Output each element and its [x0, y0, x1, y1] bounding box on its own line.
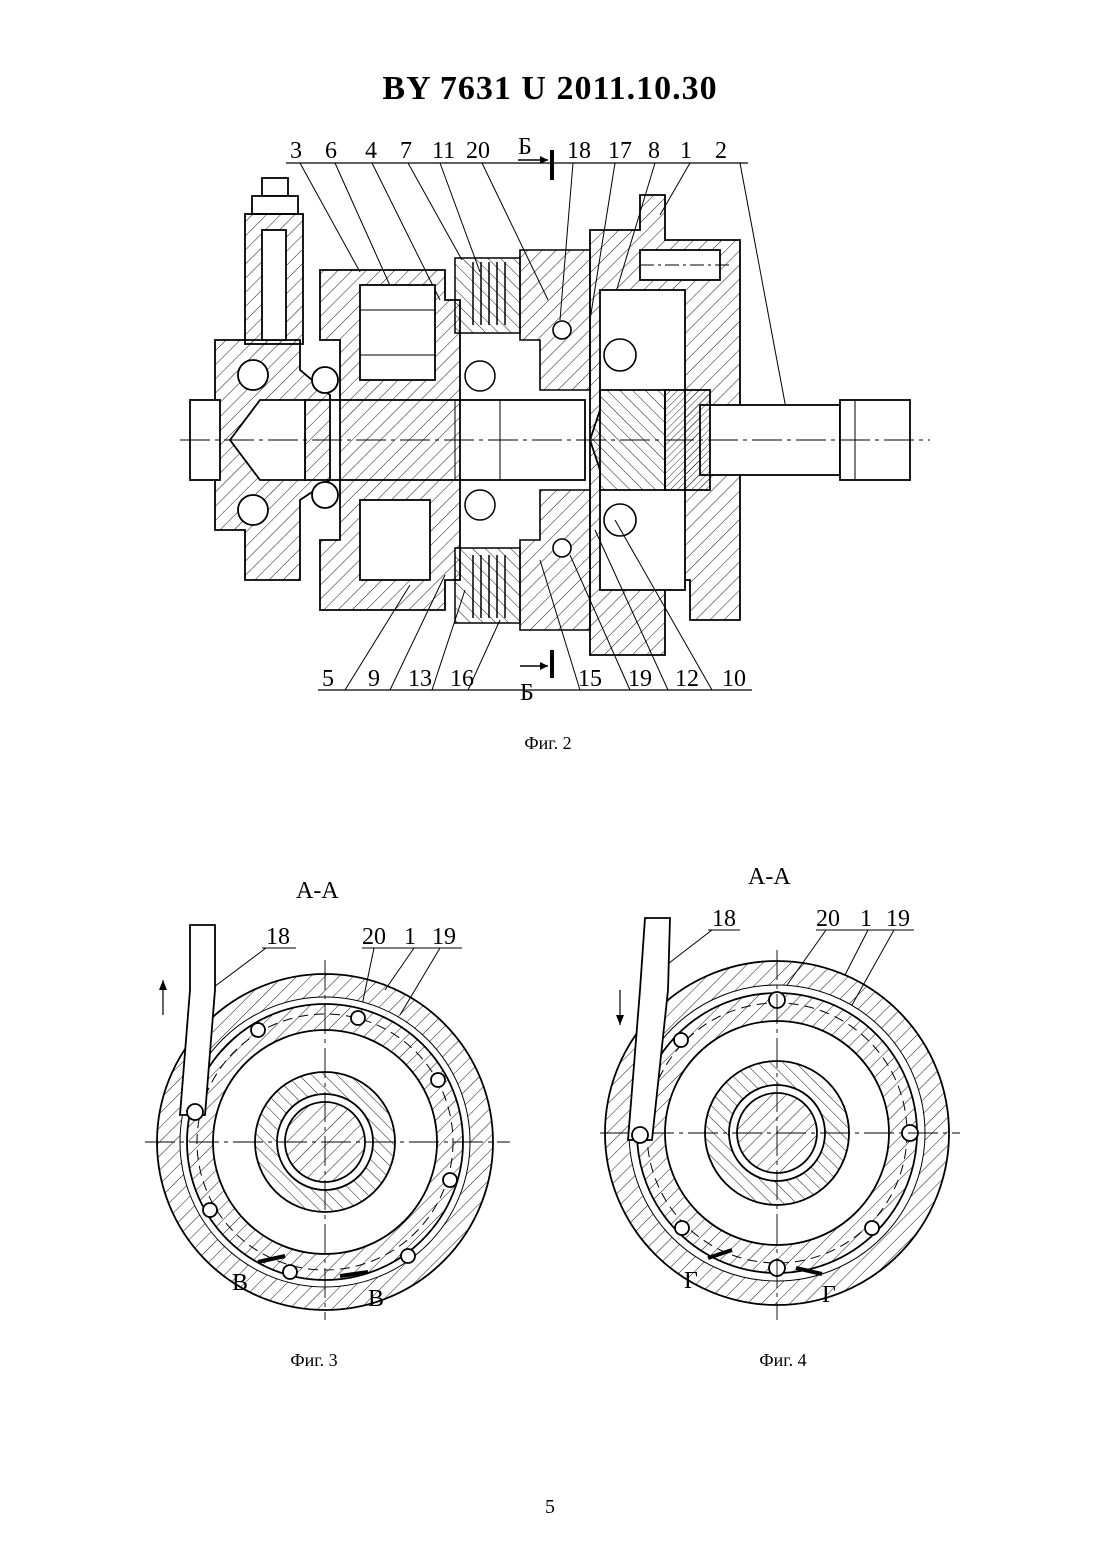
input-housing-left: [190, 340, 330, 580]
fig4-labels: 18 20 1 19: [712, 906, 910, 932]
label-7: 7: [400, 138, 412, 164]
fig4-label-18: 18: [712, 906, 736, 932]
label-18: 18: [567, 138, 591, 164]
fig2-bottom-labels: 5 9 13 16 15 19 12 10 Б: [322, 666, 746, 706]
fig4-mark-right: Г: [822, 1282, 836, 1308]
label-3: 3: [290, 138, 302, 164]
section-mark-bottom: Б: [520, 680, 534, 706]
fig4-label-19: 19: [886, 906, 910, 932]
label-15: 15: [578, 666, 602, 692]
label-2: 2: [715, 138, 727, 164]
label-16: 16: [450, 666, 474, 692]
label-11: 11: [432, 138, 455, 164]
label-10: 10: [722, 666, 746, 692]
label-20: 20: [466, 138, 490, 164]
label-1: 1: [680, 138, 692, 164]
fig2-top-labels: 3 6 4 7 11 20 18 17 8 1 2 Б: [286, 134, 748, 164]
fig4-mark-left: Г: [684, 1268, 698, 1294]
label-17: 17: [608, 138, 632, 164]
fig4-drawing: А-А 18 20 1 19 Г: [0, 860, 1100, 1420]
oiler: [245, 178, 303, 344]
label-4: 4: [365, 138, 377, 164]
label-8: 8: [648, 138, 660, 164]
fig4-label-1: 1: [860, 906, 872, 932]
label-12: 12: [675, 666, 699, 692]
fig2-caption: Фиг. 2: [488, 733, 608, 754]
label-6: 6: [325, 138, 337, 164]
fig2-drawing: 3 6 4 7 11 20 18 17 8 1 2 Б: [0, 0, 1100, 760]
page-number: 5: [0, 1496, 1100, 1519]
label-13: 13: [408, 666, 432, 692]
label-5: 5: [322, 666, 334, 692]
label-9: 9: [368, 666, 380, 692]
fig4-caption: Фиг. 4: [723, 1350, 843, 1371]
fig4-label-20: 20: [816, 906, 840, 932]
label-19: 19: [628, 666, 652, 692]
section-mark-top: Б: [518, 134, 532, 160]
fig4-section-title: А-А: [748, 864, 791, 890]
